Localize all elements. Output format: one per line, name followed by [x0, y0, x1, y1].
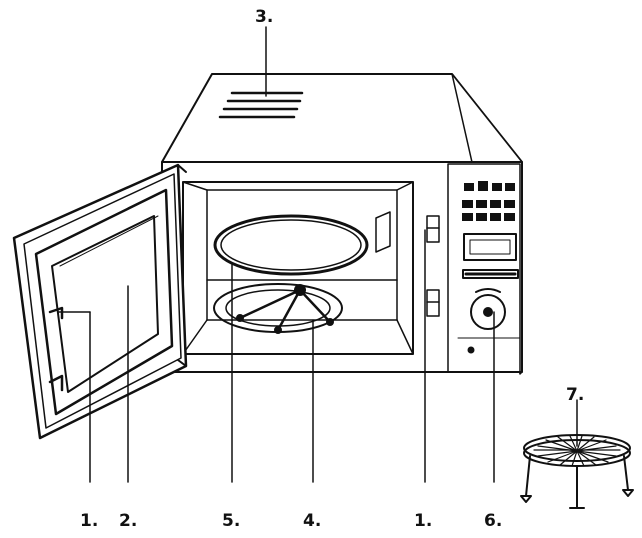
control-dial [470, 294, 506, 330]
door-hooks [48, 306, 64, 392]
callout-turntable-coupler: 4. [303, 511, 321, 531]
turntable-support [213, 283, 343, 334]
callout-control-panel: 6. [484, 511, 502, 531]
top-vent [218, 91, 304, 119]
cavity-depth [182, 181, 414, 355]
grill-rack-icon [520, 434, 634, 509]
oven-door [12, 163, 188, 440]
door-window [51, 215, 159, 393]
callout-top-vent: 3. [255, 7, 273, 27]
waveguide-cover [375, 211, 391, 253]
display-window [463, 233, 517, 261]
start-stop-bar [462, 269, 519, 279]
preset-buttons [462, 181, 515, 221]
glass-tray [213, 214, 369, 276]
door-latch-holes [426, 215, 440, 317]
callout-glass-tray: 5. [222, 511, 240, 531]
cabinet-front [161, 161, 523, 373]
callout-door-latch-right: 1. [414, 511, 432, 531]
control-panel [447, 163, 521, 373]
callout-door-window: 2. [119, 511, 137, 531]
leader-lines [57, 26, 578, 483]
callout-grill-rack: 7. [566, 385, 584, 405]
callout-door-latch-left: 1. [80, 511, 98, 531]
